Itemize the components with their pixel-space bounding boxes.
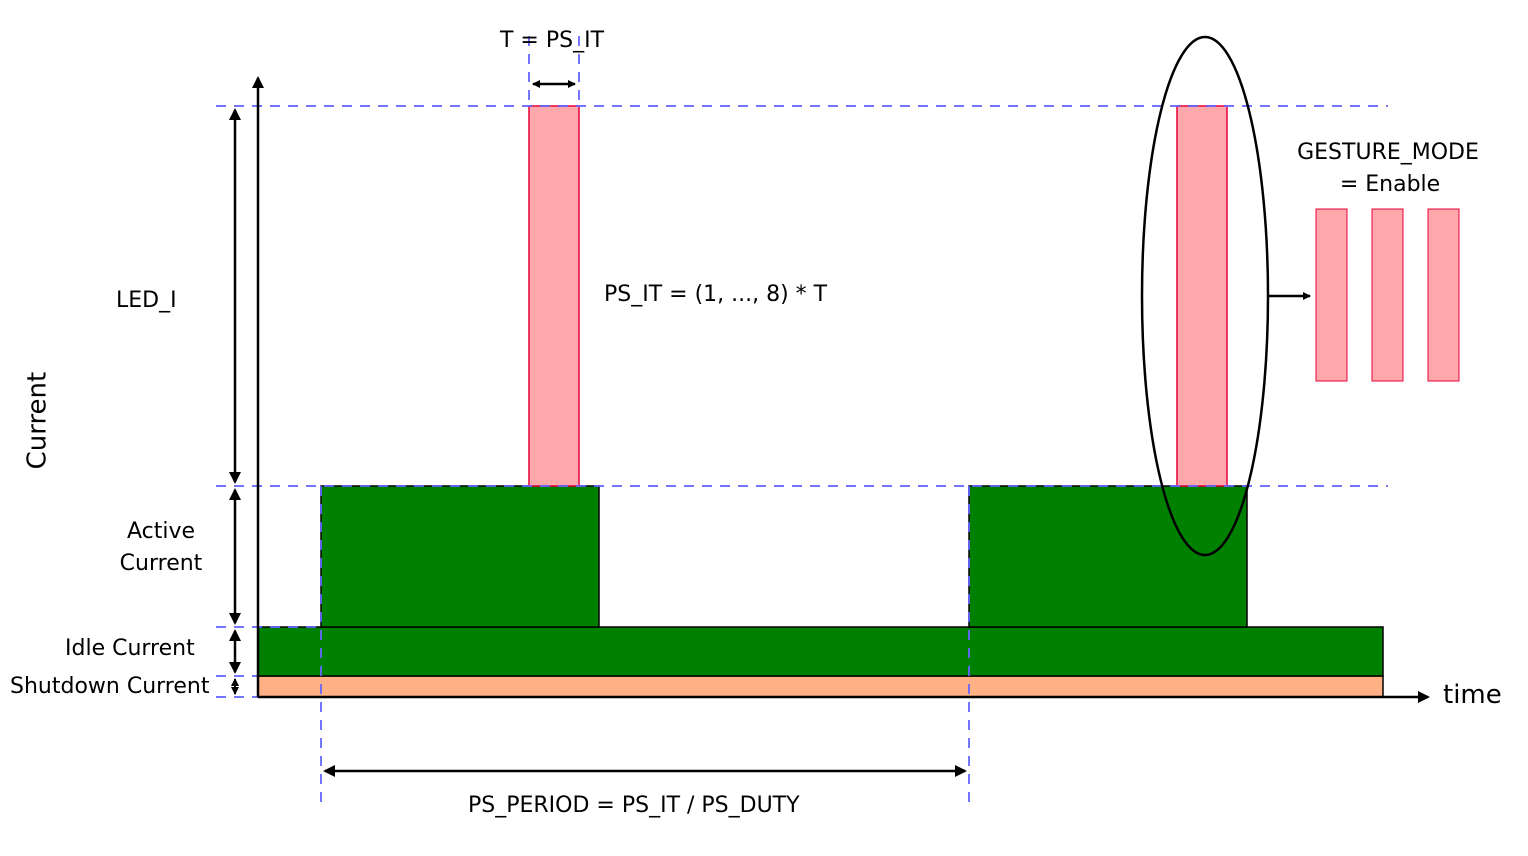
- ps-it-definition-label: PS_IT = (1, ..., 8) * T: [604, 282, 828, 307]
- t-definition-label: T = PS_IT: [500, 28, 605, 53]
- shutdown-current-label: Shutdown Current: [10, 674, 210, 699]
- gesture-pulse-2: [1371, 208, 1404, 382]
- idle-current-band: [257, 626, 1384, 677]
- active-block-2: [968, 485, 1248, 628]
- active-block-1: [320, 485, 600, 628]
- active-current-label-line1: Active: [126, 519, 196, 544]
- led-i-label: LED_I: [116, 288, 177, 313]
- gesture-mode-label-line2: = Enable: [1339, 172, 1441, 197]
- gesture-pulse-3: [1427, 208, 1460, 382]
- ps-period-label: PS_PERIOD = PS_IT / PS_DUTY: [468, 793, 800, 818]
- x-axis-label: time: [1443, 680, 1502, 710]
- led-pulse-2: [1176, 105, 1228, 487]
- led-pulse-1: [528, 105, 580, 487]
- idle-current-label: Idle Current: [65, 636, 195, 661]
- gesture-mode-label-line1: GESTURE_MODE: [1297, 140, 1479, 165]
- vertical-guides: [320, 36, 970, 805]
- horizontal-guides: [216, 105, 1388, 698]
- y-axis-label: Current: [22, 371, 53, 470]
- shutdown-current-band: [257, 675, 1384, 698]
- gesture-pulse-1: [1315, 208, 1348, 382]
- active-current-label-line2: Current: [119, 551, 203, 576]
